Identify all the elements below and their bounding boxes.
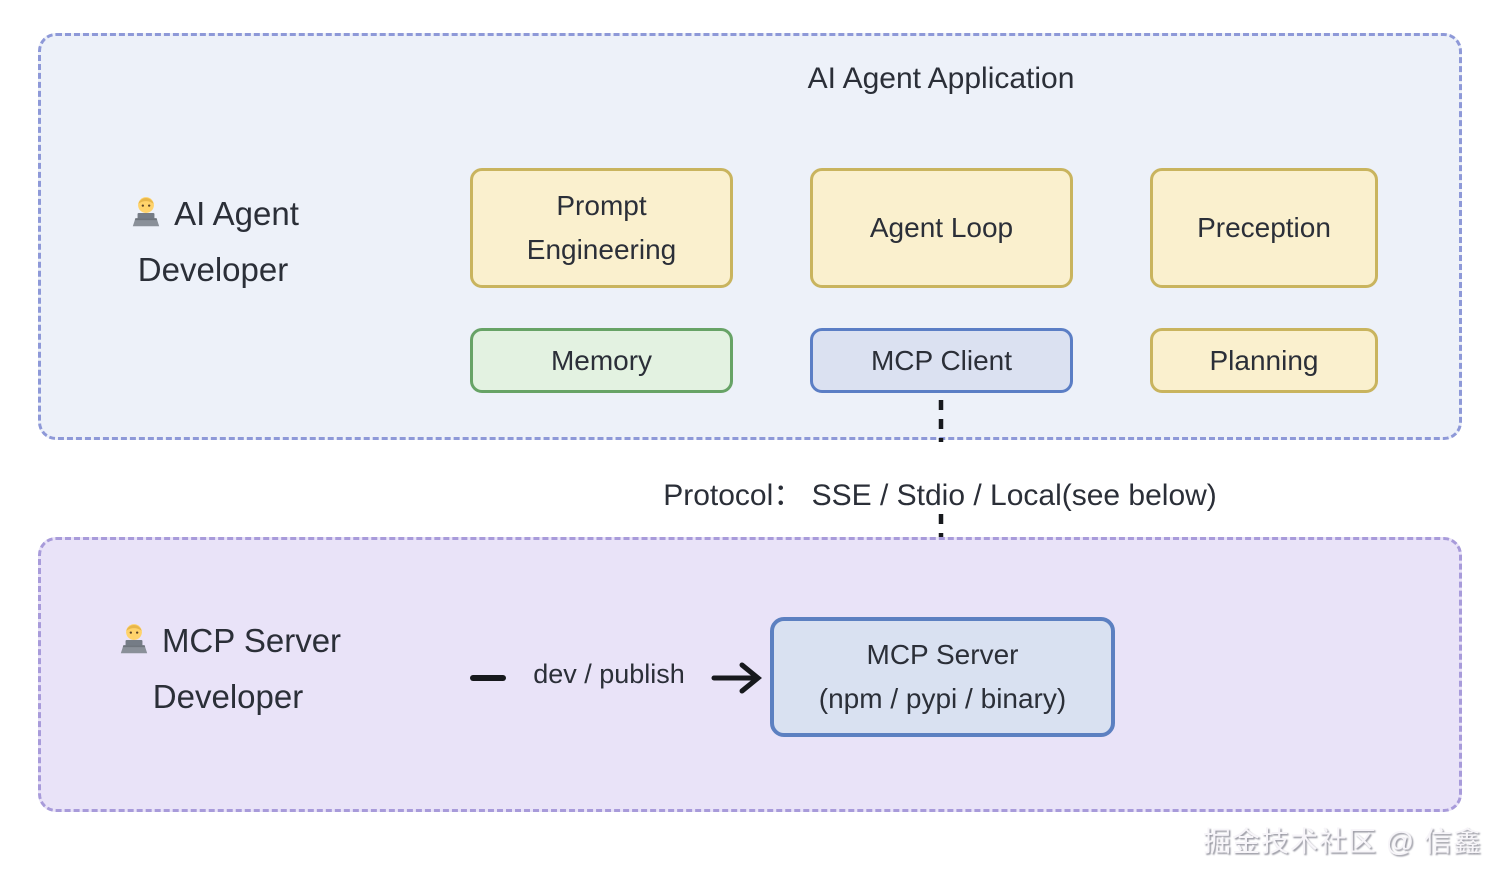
- technologist-emoji-icon: [127, 193, 165, 231]
- node-prompt-engineering: Prompt Engineering: [470, 168, 733, 288]
- node-preception: Preception: [1150, 168, 1378, 288]
- ai-agent-developer-line1: AI Agent: [78, 186, 348, 242]
- protocol-label: Protocol： SSE / Stdio / Local(see below): [663, 479, 1217, 512]
- mcp-server-developer-label: MCP Server Developer: [88, 613, 368, 725]
- ai-agent-developer-line2: Developer: [137, 251, 289, 288]
- ai-agent-developer-label: AI Agent Developer: [78, 186, 348, 298]
- node-mcp-server: MCP Server (npm / pypi / binary): [770, 617, 1115, 737]
- node-agent-loop: Agent Loop: [810, 168, 1073, 288]
- dev-publish-arrow-icon: [711, 662, 762, 694]
- agent-app-title: AI Agent Application: [807, 62, 1075, 95]
- node-planning: Planning: [1150, 328, 1378, 393]
- node-mcp-client: MCP Client: [810, 328, 1073, 393]
- mcp-server-developer-line1: MCP Server: [88, 613, 368, 669]
- node-memory: Memory: [470, 328, 733, 393]
- technologist-emoji-icon: [115, 620, 153, 658]
- dev-publish-edge-label: dev / publish: [533, 659, 685, 689]
- mcp-server-developer-line2: Developer: [152, 678, 304, 715]
- dev-publish-edge-dash: [470, 675, 506, 681]
- watermark-text: 掘金技术社区 @ 信鑫: [1203, 826, 1482, 857]
